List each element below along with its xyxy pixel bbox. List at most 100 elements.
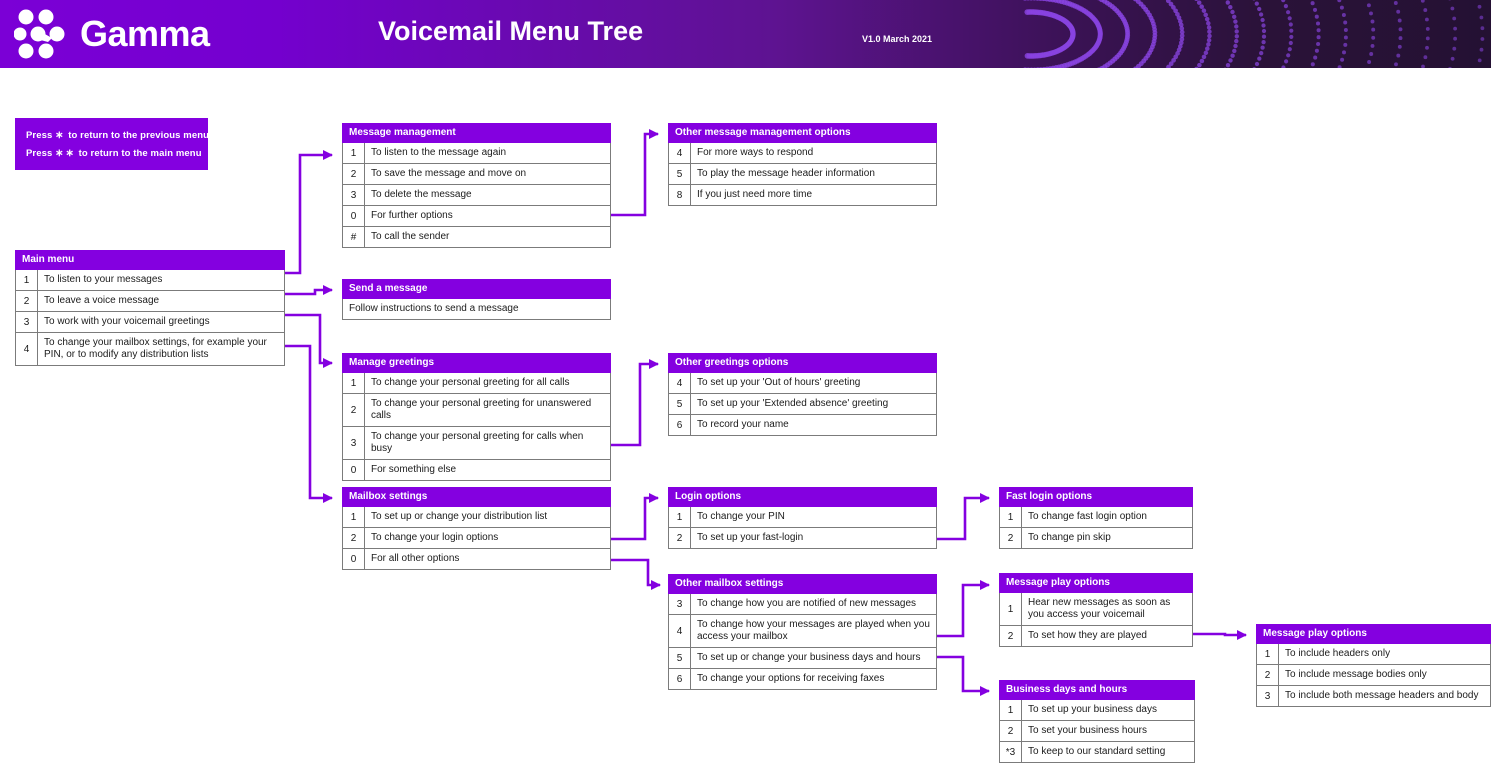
menu-option-row[interactable]: # To call the sender [342,227,611,248]
option-label: To call the sender [371,231,450,242]
option-key: 1 [343,507,365,527]
node-title: Fast login options [999,487,1193,507]
node-title: Login options [668,487,937,507]
menu-option-row[interactable]: Follow instructions to send a message [342,299,611,320]
option-key: 2 [16,291,38,311]
option-key: 1 [1000,593,1022,625]
option-key: 1 [16,270,38,290]
option-label: To play the message header information [697,168,875,179]
menu-option-row[interactable]: 4 To set up your 'Out of hours' greeting [668,373,937,394]
option-label: To leave a voice message [44,295,160,306]
menu-option-row[interactable]: 8 If you just need more time [668,185,937,206]
option-label: To include headers only [1285,648,1391,659]
option-key: 1 [343,373,365,393]
option-label: For more ways to respond [697,147,814,158]
option-key: 4 [669,373,691,393]
option-label: To set up your 'Out of hours' greeting [697,377,861,388]
page-title: Voicemail Menu Tree [378,16,644,46]
option-key: 4 [16,333,38,365]
menu-option-row[interactable]: 4 To change your mailbox settings, for ex… [15,333,285,366]
option-key: 2 [1000,528,1022,548]
option-label: For something else [371,464,457,475]
option-label: To delete the message [371,189,472,200]
option-label: To set up your fast-login [697,532,804,543]
option-label: To change your login options [371,532,499,543]
option-label: To set up your business days [1028,704,1157,715]
option-label: To set up your 'Extended absence' greeti… [697,398,889,409]
node-title: Message play options [999,573,1193,593]
menu-option-row[interactable]: 2 To leave a voice message [15,291,285,312]
node-title: Mailbox settings [342,487,611,507]
legend-line-main: Press ∗∗ to return to the main menu [26,148,201,159]
option-key: 3 [16,312,38,332]
diagram-canvas: Press ∗ to return to the previous menu P… [0,68,1491,774]
option-label: To change your mailbox settings, for exa… [44,337,267,360]
option-key: # [343,227,365,247]
option-label: To save the message and move on [371,168,527,179]
option-label: For all other options [371,553,460,564]
option-key: 8 [669,185,691,205]
option-label: To change your personal greeting for cal… [371,431,584,454]
option-key: 6 [669,669,691,689]
menu-option-row[interactable]: 2 To save the message and move on [342,164,611,185]
page-header: Gamma Voicemail Menu Tree V1.0 March 202… [0,0,1491,68]
option-key: 1 [1000,507,1022,527]
option-key: 2 [1000,721,1022,741]
option-key: 2 [343,164,365,184]
option-key: 2 [1257,665,1279,685]
option-label: If you just need more time [697,189,813,200]
node-title: Message management [342,123,611,143]
menu-option-row[interactable]: 2 To include message bodies only [1256,665,1491,686]
node-title: Business days and hours [999,680,1195,700]
option-key: 3 [1257,686,1279,706]
option-label: To include message bodies only [1285,669,1427,680]
node-title: Other mailbox settings [668,574,937,594]
legend-box: Press ∗ to return to the previous menu P… [15,118,210,170]
legend-text-1: to return to the previous menu [68,129,210,141]
